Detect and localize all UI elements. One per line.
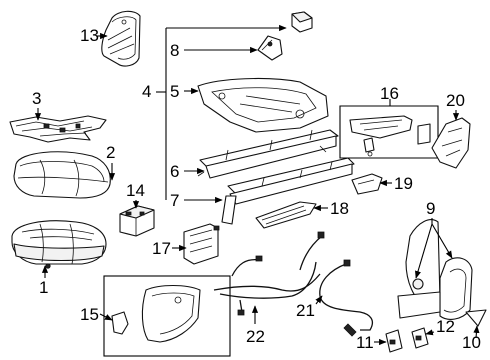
callout-20: 20 — [446, 91, 465, 110]
leader-9-knob — [415, 223, 433, 279]
part-7-track — [221, 157, 355, 225]
callout-3: 3 — [32, 89, 41, 108]
leader-12 — [425, 329, 435, 336]
callout-11: 11 — [356, 333, 374, 352]
part-13-seatback-panel — [101, 10, 141, 67]
part-11-switch — [385, 329, 403, 353]
callout-21: 21 — [296, 301, 315, 320]
part-14-module — [119, 205, 155, 237]
part-8-bracket — [257, 35, 283, 61]
callout-22: 22 — [246, 327, 265, 346]
callout-10: 10 — [462, 333, 481, 352]
leader-9-shield — [431, 223, 453, 259]
callout-2: 2 — [106, 143, 115, 162]
part-4-nut — [291, 11, 313, 33]
part-6-track — [197, 129, 339, 179]
part-20-side-cover — [431, 117, 471, 169]
leader-21 — [315, 295, 323, 305]
callout-19: 19 — [394, 174, 413, 193]
callout-9: 9 — [426, 199, 435, 218]
part-18-track-cover — [255, 201, 317, 229]
callout-6: 6 — [170, 162, 179, 181]
part-3-heater-mat — [9, 115, 107, 143]
part-22-wire-harness — [213, 231, 325, 316]
part-10-cap — [465, 309, 487, 327]
callout-17: 17 — [152, 239, 171, 258]
part-5-seat-frame — [197, 77, 329, 133]
callout-12: 12 — [436, 317, 455, 336]
callout-1: 1 — [39, 278, 48, 297]
part-19-bracket — [351, 173, 383, 195]
part-17-switch-bracket — [183, 223, 220, 265]
callout-16: 16 — [380, 84, 399, 103]
part-2-seat-cushion — [13, 151, 111, 199]
part-1-cushion-cover — [11, 220, 107, 269]
callout-13: 13 — [80, 26, 99, 45]
callout-4: 4 — [142, 82, 151, 101]
callout-5: 5 — [170, 82, 179, 101]
callout-18: 18 — [330, 199, 349, 218]
part-21-cable — [319, 259, 374, 337]
callout-15: 15 — [80, 305, 99, 324]
part-16-cover — [349, 115, 431, 157]
part-9-side-shield — [397, 219, 473, 320]
leader-10 — [473, 325, 480, 339]
callout-7: 7 — [170, 191, 179, 210]
leader-15 — [99, 313, 113, 321]
callout-8: 8 — [170, 41, 179, 60]
callout-14: 14 — [126, 181, 145, 200]
group-4-bracket — [165, 24, 287, 200]
part-15-side-shield — [111, 284, 201, 343]
part-12-switch — [411, 327, 429, 349]
